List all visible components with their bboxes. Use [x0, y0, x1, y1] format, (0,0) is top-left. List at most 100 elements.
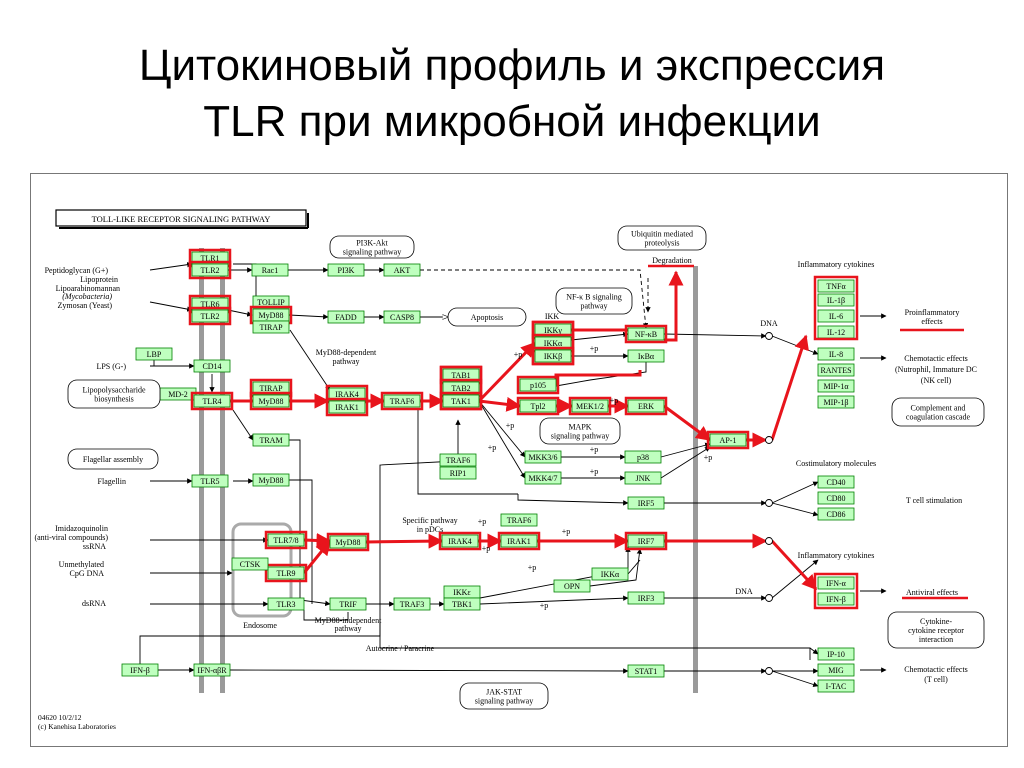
gene-box-traf3[interactable]: [393, 597, 431, 611]
gene-box-fadd[interactable]: [327, 310, 365, 324]
diagram-label: LPS (G-): [96, 362, 126, 371]
map-cytokine-receptor[interactable]: [887, 611, 985, 649]
gene-box-ap1[interactable]: [709, 433, 747, 447]
gene-label-ifnb_l: IFN-β: [130, 666, 150, 675]
gene-box-pi3k[interactable]: [327, 263, 365, 277]
gene-box-cd14[interactable]: [193, 359, 231, 373]
gene-box-tpl2[interactable]: [519, 399, 557, 413]
gene-box-tlr9[interactable]: [267, 566, 305, 580]
gene-box-opn[interactable]: [553, 579, 591, 593]
gene-box-tirap[interactable]: [252, 320, 290, 334]
gene-box-il1b[interactable]: [817, 293, 855, 307]
highlight-frame-tlr78: [264, 530, 308, 550]
highlighted-edge: [302, 539, 332, 574]
gene-box-nfkb[interactable]: [627, 327, 665, 341]
gene-box-il6[interactable]: [817, 309, 855, 323]
gene-box-rac1[interactable]: [251, 263, 289, 277]
gene-box-tnfa[interactable]: [817, 279, 855, 293]
dna-transcription-node: [765, 499, 773, 507]
gene-box-ctsk[interactable]: [231, 557, 269, 571]
map-ubiquitin[interactable]: [617, 225, 707, 251]
gene-label-ikkg: IKKγ: [544, 326, 562, 335]
gene-box-myd88b[interactable]: [252, 394, 290, 408]
gene-box-traf6c[interactable]: [500, 513, 538, 527]
diagram-label: DNA: [735, 587, 753, 596]
gene-box-tlr78[interactable]: [267, 533, 305, 547]
gene-box-mek12[interactable]: [571, 399, 609, 413]
plasma-membrane-outer: [199, 248, 204, 693]
gene-box-tlr3[interactable]: [267, 597, 305, 611]
gene-box-tlr2a[interactable]: [191, 263, 229, 277]
gene-label-cd40: CD40: [826, 478, 845, 487]
gene-box-tram[interactable]: [252, 433, 290, 447]
gene-box-rip1[interactable]: [439, 466, 477, 480]
gene-box-mip1a[interactable]: [817, 379, 855, 393]
diagram-label: Endosome: [243, 621, 277, 630]
gene-box-irak1[interactable]: [328, 400, 366, 414]
gene-box-traf6[interactable]: [383, 394, 421, 408]
map-nfkb[interactable]: [555, 287, 633, 315]
map-jak-stat[interactable]: [459, 682, 549, 710]
gene-box-rantes[interactable]: [817, 363, 855, 377]
gene-box-ifnabr[interactable]: [193, 663, 231, 677]
gene-box-irf3[interactable]: [627, 591, 665, 605]
gene-box-p105[interactable]: [519, 378, 557, 392]
map-flagellar[interactable]: [67, 448, 159, 470]
gene-box-tlr2b[interactable]: [191, 309, 229, 323]
map-pi3k-akt[interactable]: [329, 235, 415, 259]
gene-box-ikka2[interactable]: [591, 567, 629, 581]
gene-label-tollip: TOLLIP: [257, 298, 285, 307]
gene-box-lbp[interactable]: [135, 347, 173, 361]
gene-box-cd40[interactable]: [817, 475, 855, 489]
map-apoptosis[interactable]: [447, 307, 527, 327]
gene-box-ikba[interactable]: [627, 349, 665, 363]
gene-box-myd88c[interactable]: [252, 473, 290, 487]
gene-box-mkk36[interactable]: [524, 450, 562, 464]
gene-box-tbk1[interactable]: [443, 597, 481, 611]
pathway-edge: [232, 409, 254, 441]
gene-box-myd88d[interactable]: [329, 535, 367, 549]
gene-label-erk: ERK: [638, 402, 654, 411]
gene-label-myd88c: MyD88: [259, 476, 284, 485]
gene-box-tlr5[interactable]: [191, 474, 229, 488]
ifn-group-frame: [813, 572, 859, 610]
diagram-label: Costimulatory molecules: [796, 459, 876, 468]
gene-box-traf6b[interactable]: [439, 453, 477, 467]
map-flagellar-label: Flagellar assembly: [83, 455, 143, 464]
gene-box-jnk[interactable]: [624, 471, 662, 485]
gene-box-akt[interactable]: [383, 263, 421, 277]
gene-box-mkk47[interactable]: [524, 471, 562, 485]
gene-box-irf5[interactable]: [627, 496, 665, 510]
gene-box-ifnb_l[interactable]: [121, 663, 159, 677]
gene-box-stat1[interactable]: [627, 664, 665, 678]
gene-box-casp8[interactable]: [383, 310, 421, 324]
gene-box-cd80[interactable]: [817, 491, 855, 505]
map-mapk[interactable]: [539, 417, 621, 445]
gene-box-tak1[interactable]: [442, 394, 480, 408]
map-complement[interactable]: [891, 397, 985, 427]
gene-box-irf7[interactable]: [627, 534, 665, 548]
pathway-edge: [771, 335, 819, 355]
gene-box-il8[interactable]: [817, 347, 855, 361]
ikk-group-frame: [531, 320, 575, 366]
gene-label-ikka: IKKα: [544, 339, 563, 348]
gene-box-p38[interactable]: [624, 450, 662, 464]
highlighted-edge: [365, 533, 444, 549]
gene-box-mip1b[interactable]: [817, 395, 855, 409]
gene-box-cd86[interactable]: [817, 507, 855, 521]
gene-label-il1b: IL-1β: [827, 296, 845, 305]
gene-label-tnfa: TNFα: [826, 282, 846, 291]
gene-box-tlr4[interactable]: [193, 394, 231, 408]
diagram-label: (Nutrophil, Immature DC: [895, 365, 977, 374]
gene-box-mig[interactable]: [817, 663, 855, 677]
map-lps-biosynthesis[interactable]: [67, 379, 161, 409]
gene-box-trif[interactable]: [329, 597, 367, 611]
gene-box-ikkb[interactable]: [534, 349, 572, 363]
gene-box-itac[interactable]: [817, 679, 855, 693]
gene-box-irak4b[interactable]: [441, 534, 479, 548]
gene-box-erk[interactable]: [627, 399, 665, 413]
gene-box-ifna[interactable]: [817, 576, 855, 590]
gene-box-ip10[interactable]: [817, 647, 855, 661]
gene-box-ifnb_r[interactable]: [817, 592, 855, 606]
gene-box-irak1b[interactable]: [500, 534, 538, 548]
